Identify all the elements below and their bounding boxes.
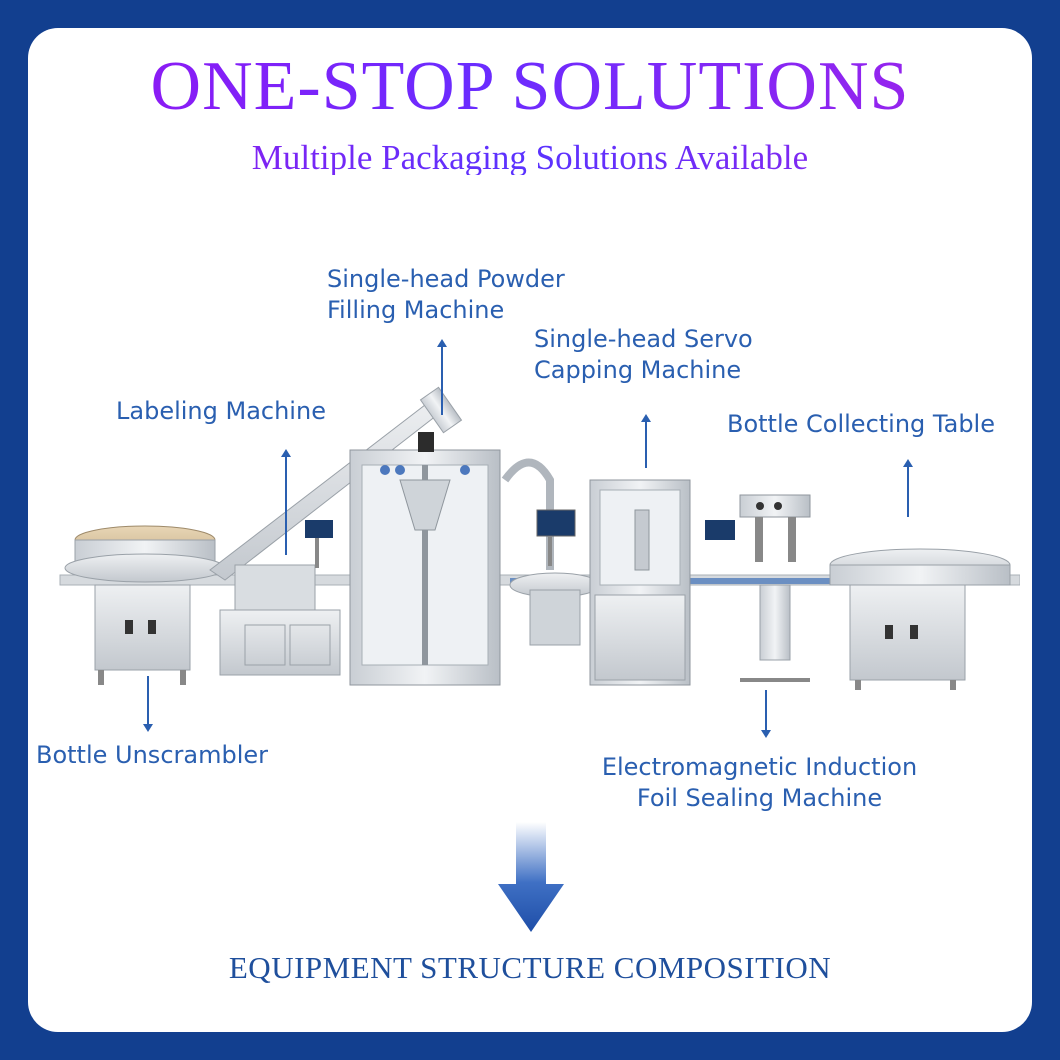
powder-filling-machine — [349, 432, 501, 686]
label-powder-filling-line2: Filling Machine — [327, 296, 505, 324]
bottle-collecting-table — [829, 548, 1011, 690]
page-title: ONE-STOP SOLUTIONS — [0, 52, 1060, 122]
arrow-collecting-table — [903, 459, 913, 517]
label-powder-filling: Single-head Powder Filling Machine — [327, 264, 565, 326]
label-servo-capping-line1: Single-head Servo — [534, 325, 753, 353]
buffer-turntable — [501, 458, 601, 646]
bottle-unscrambler-machine — [64, 525, 226, 685]
arrow-induction-sealer — [761, 690, 771, 738]
label-powder-filling-line1: Single-head Powder — [327, 265, 565, 293]
page-subtitle: Multiple Packaging Solutions Available — [0, 140, 1060, 175]
label-induction-sealer: Electromagnetic Induction Foil Sealing M… — [587, 752, 932, 814]
label-servo-capping-line2: Capping Machine — [534, 356, 742, 384]
down-arrow-icon — [498, 822, 564, 932]
label-unscrambler: Bottle Unscrambler — [36, 741, 268, 769]
label-servo-capping: Single-head Servo Capping Machine — [534, 324, 753, 386]
label-collecting-table: Bottle Collecting Table — [727, 410, 995, 438]
equipment-composition-caption: EQUIPMENT STRUCTURE COMPOSITION — [228, 950, 832, 985]
arrow-powder-filling — [437, 339, 447, 415]
arrow-labeling-machine — [281, 449, 291, 555]
capping-machine — [536, 479, 691, 686]
labeling-machine — [219, 520, 341, 676]
arrow-unscrambler — [143, 676, 153, 732]
label-induction-line2: Foil Sealing Machine — [636, 784, 883, 812]
label-induction-line1: Electromagnetic Induction — [601, 753, 918, 781]
induction-sealing-machine — [705, 494, 811, 682]
label-labeling-machine: Labeling Machine — [116, 397, 326, 425]
arrow-servo-capping — [641, 414, 651, 468]
